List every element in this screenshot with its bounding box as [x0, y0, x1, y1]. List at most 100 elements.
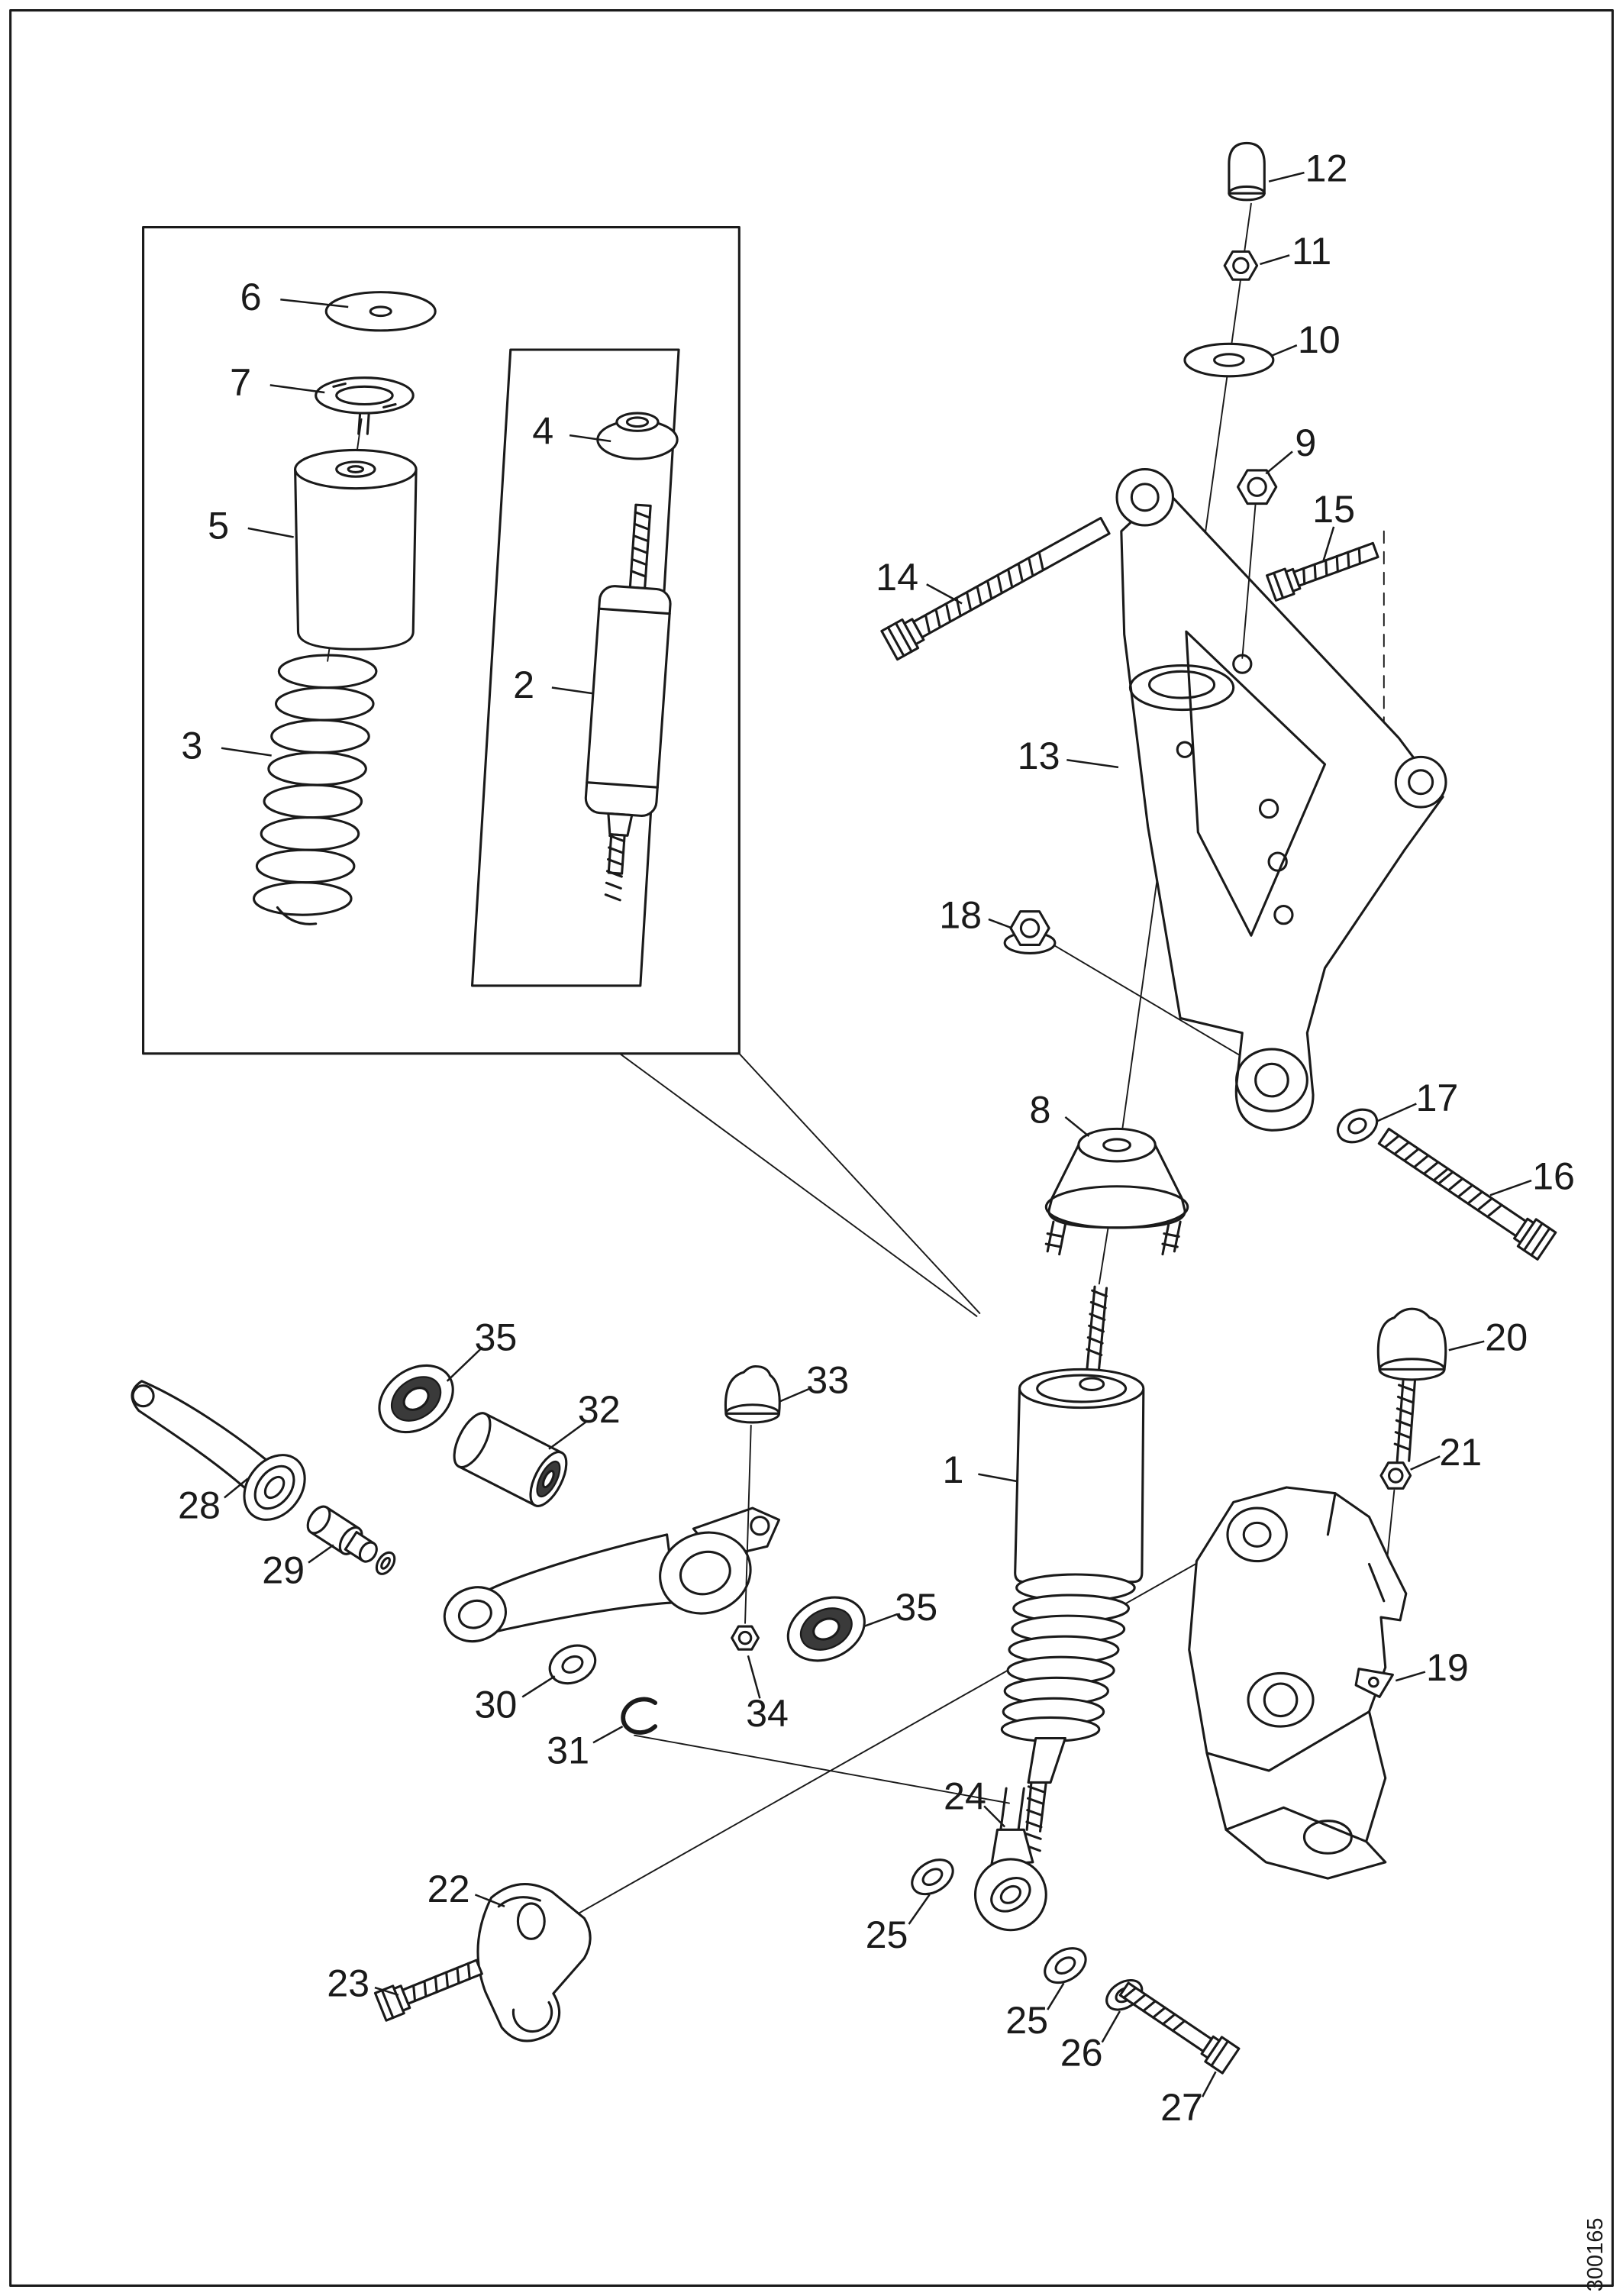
callout-leader-7-1: [269, 384, 325, 394]
callout-label-23-27: 23: [327, 1962, 369, 2005]
ref-number: 300165: [1583, 2218, 1608, 2292]
callout-label-15-10: 15: [1312, 488, 1355, 531]
callout-leader-18-13: [988, 918, 1013, 929]
callout-label-26-24: 26: [1060, 2032, 1103, 2075]
part-lever-arm: [443, 1506, 781, 1643]
callout-leader-32-32: [548, 1420, 588, 1450]
part-bump-stop-33: [724, 1364, 781, 1624]
callout-leader-30-30: [521, 1675, 556, 1698]
callout-leader-12-6: [1268, 171, 1305, 182]
callout-label-29-29: 29: [262, 1549, 305, 1592]
part-stabilizer-arm-28: [131, 1380, 306, 1521]
callout-label-25-23: 25: [1005, 1999, 1048, 2042]
callout-label-11-7: 11: [1292, 230, 1331, 273]
callout-leader-16-16: [1489, 1179, 1532, 1196]
callout-leader-31-31: [592, 1725, 624, 1744]
callout-leader-4-4: [569, 434, 611, 443]
callout-label-35-36: 35: [895, 1586, 937, 1629]
part-nut-21: [1379, 1461, 1412, 1592]
part-washer-25b: [1044, 1947, 1087, 1984]
part-pin-29: [306, 1505, 396, 1575]
callout-leader-33-33: [778, 1387, 811, 1403]
callout-label-32-32: 32: [578, 1388, 621, 1431]
callout-label-27-25: 27: [1160, 2086, 1203, 2129]
callout-label-10-8: 10: [1298, 318, 1341, 361]
callout-label-7-1: 7: [230, 361, 251, 404]
callout-label-30-30: 30: [474, 1683, 517, 1726]
part-spring-seat: [315, 376, 415, 435]
part-bolt-14: [880, 516, 1111, 661]
callout-label-4-4: 4: [532, 410, 553, 453]
callout-leader-28-28: [224, 1477, 249, 1499]
callout-leader-17-15: [1376, 1103, 1417, 1122]
callout-label-8-14: 8: [1030, 1089, 1051, 1132]
part-upper-mount: [1044, 1127, 1189, 1285]
part-cap-12: [1228, 141, 1266, 202]
callout-label-22-26: 22: [428, 1868, 470, 1910]
callout-label-17-15: 17: [1415, 1077, 1458, 1119]
callout-leader-8-14: [1064, 1116, 1090, 1138]
callout-label-6-0: 6: [240, 276, 262, 318]
part-coil-spring: [252, 654, 378, 925]
callout-leader-6-0: [280, 299, 349, 308]
part-clip-19: [1354, 1668, 1394, 1698]
part-nut-18: [1003, 910, 1057, 954]
callout-leader-9-9: [1265, 450, 1293, 475]
callout-leader-1-19: [978, 1473, 1018, 1483]
part-shock-absorber: [1000, 1285, 1145, 1852]
callout-leader-26-24: [1101, 2010, 1121, 2043]
callout-leader-19-20: [1395, 1671, 1426, 1682]
callout-label-14-11: 14: [876, 556, 918, 599]
callout-label-18-13: 18: [939, 894, 982, 937]
callout-leader-29-29: [308, 1544, 334, 1564]
shock-bellows: [1000, 1573, 1136, 1742]
part-link-rod-24: [973, 1787, 1047, 1932]
part-washer-17: [1336, 1108, 1379, 1144]
part-top-washer: [324, 291, 437, 332]
part-strut-top-nut: [596, 412, 679, 460]
callout-label-3-3: 3: [181, 724, 202, 767]
part-bolt-15: [1266, 541, 1379, 602]
callout-leader-13-12: [1066, 759, 1119, 769]
callout-label-5-2: 5: [208, 504, 229, 547]
part-dust-boot: [294, 448, 418, 651]
inner-box: [470, 348, 680, 987]
callout-leader-3-3: [221, 747, 272, 757]
callout-label-13-12: 13: [1018, 735, 1060, 777]
inset-box: [142, 226, 741, 1055]
part-bushing-32: [453, 1412, 568, 1507]
callout-label-9-9: 9: [1295, 421, 1316, 464]
callout-leader-2-5: [551, 686, 594, 695]
part-cup-washer-35a: [378, 1364, 454, 1434]
callout-leader-11-7: [1260, 254, 1290, 266]
callout-label-20-17: 20: [1485, 1316, 1528, 1358]
callout-label-34-34: 34: [746, 1692, 789, 1735]
callout-leader-14-11: [926, 583, 963, 605]
callout-leader-27-25: [1202, 2071, 1217, 2097]
part-knuckle: [1188, 1486, 1408, 1880]
callout-leader-10-8: [1271, 344, 1298, 357]
callout-label-28-28: 28: [178, 1484, 221, 1527]
part-nut-11: [1223, 250, 1259, 281]
callout-leader-24-21: [983, 1805, 1006, 1828]
callout-leader-22-26: [474, 1894, 505, 1907]
callout-leader-25-22: [908, 1894, 931, 1925]
callout-label-35-35: 35: [474, 1316, 517, 1358]
part-strut-cartridge: [584, 503, 672, 902]
part-washer-10: [1183, 342, 1275, 378]
callout-leader-35-35: [446, 1346, 483, 1382]
part-clamp-bracket-22: [476, 1883, 592, 2043]
callout-label-31-31: 31: [547, 1729, 589, 1771]
nut18-axis-line: [1047, 940, 1273, 1075]
part-snap-ring-31: [621, 1697, 658, 1735]
callout-label-16-16: 16: [1532, 1155, 1575, 1198]
part-cup-washer-35b: [786, 1596, 866, 1662]
part-bolt-27: [1118, 1981, 1241, 2075]
callout-leader-35-36: [864, 1613, 898, 1627]
page-border: [9, 8, 1614, 2288]
part-nut-9: [1236, 469, 1278, 659]
callout-label-19-20: 19: [1426, 1646, 1469, 1689]
callout-label-24-21: 24: [944, 1774, 986, 1817]
